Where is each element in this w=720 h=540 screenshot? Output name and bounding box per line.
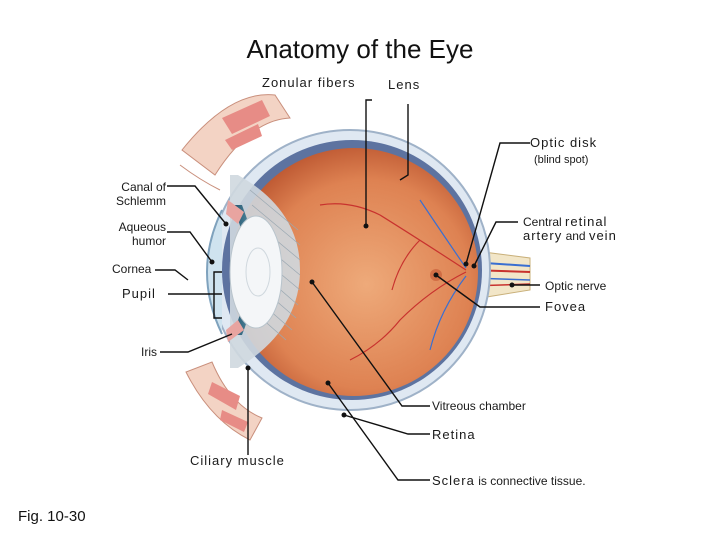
leader-lines (155, 99, 540, 481)
label-vitreous-chamber: Vitreous chamber (432, 399, 526, 413)
label-cornea: Cornea (112, 262, 152, 276)
label-and: and (565, 229, 586, 243)
label-blind-spot: (blind spot) (534, 154, 589, 166)
label-retina: Retina (432, 427, 476, 442)
upper-eyelid-tissue (179, 94, 291, 191)
label-canal-of-schlemm: Canal of Schlemm (104, 180, 166, 208)
label-retinal: retinal (565, 214, 608, 229)
ciliary-muscle-bottom (226, 320, 244, 342)
label-canal-line1: Canal of (121, 180, 166, 194)
vitreous-chamber-shape (230, 148, 478, 396)
ciliary-muscle-top (226, 200, 244, 224)
label-aqueous-humor: Aqueous humor (104, 220, 166, 248)
label-ciliary-muscle: Ciliary muscle (190, 453, 285, 468)
label-pupil: Pupil (122, 286, 156, 301)
label-zonular-fibers: Zonular fibers (262, 75, 356, 90)
label-central-prefix: Central (523, 215, 562, 229)
label-vein: vein (588, 228, 617, 243)
label-aqueous-line1: Aqueous (118, 220, 166, 234)
label-central-retinal-artery-vein: Central retinal artery and vein (523, 214, 617, 244)
label-sclera: Sclera is connective tissue. (432, 473, 586, 489)
label-iris: Iris (141, 345, 157, 359)
figure-label: Fig. 10-30 (18, 508, 86, 525)
label-sclera-word: Sclera (432, 473, 475, 488)
label-lens: Lens (388, 77, 421, 92)
label-canal-line2: Schlemm (115, 194, 166, 208)
label-sclera-note: is connective tissue. (478, 474, 586, 488)
label-optic-disk: Optic disk (530, 135, 598, 150)
lens-shape (229, 215, 283, 329)
leader-dots (209, 221, 515, 418)
label-optic-nerve: Optic nerve (545, 279, 607, 293)
label-fovea: Fovea (545, 299, 587, 314)
label-aqueous-line2: humor (131, 234, 166, 248)
diagram-title: Anatomy of the Eye (246, 34, 474, 64)
lower-eyelid-tissue (185, 361, 263, 441)
label-artery: artery (523, 228, 563, 243)
